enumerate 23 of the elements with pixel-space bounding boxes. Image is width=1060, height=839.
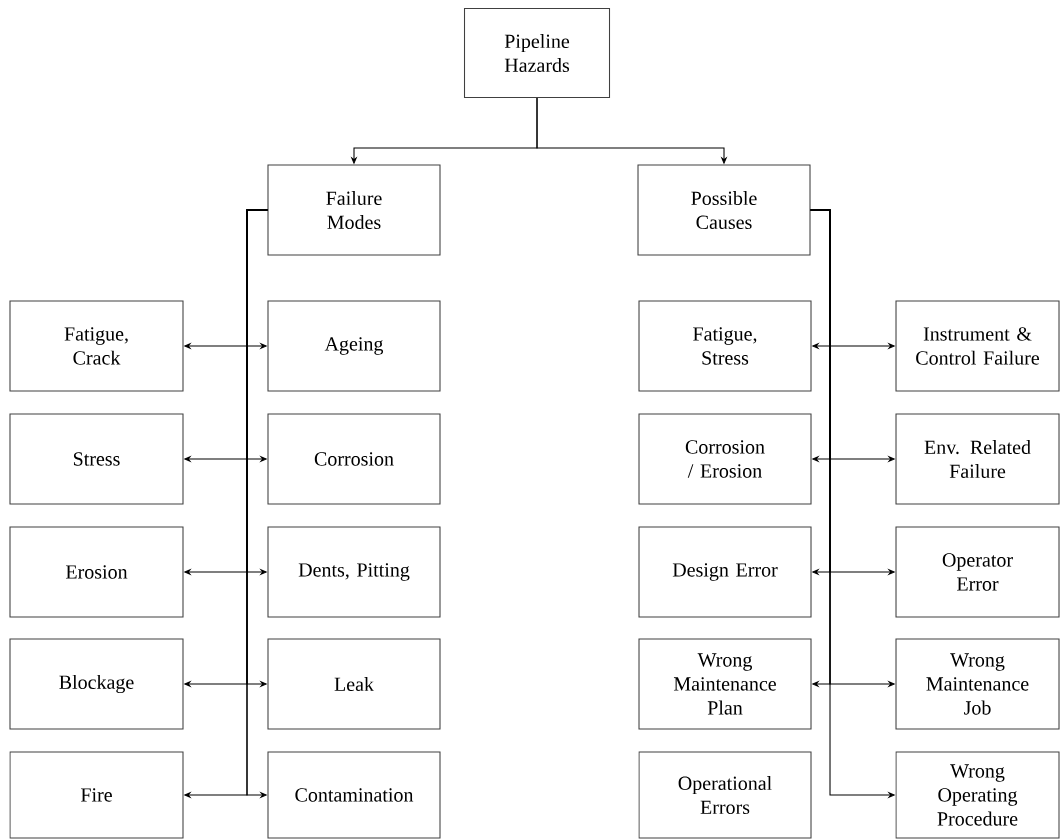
item-box: Corrosion [267,413,441,505]
item-box: Fire [9,751,184,839]
item-box: Erosion [9,526,184,618]
item-box: Wrong Operating Procedure [895,751,1060,839]
item-box: Wrong Maintenance Plan [638,638,812,730]
category-box: Possible Causes [637,164,811,256]
item-box: Dents, Pitting [267,526,441,618]
item-box: Operator Error [895,526,1060,618]
item-box: Contamination [267,751,441,839]
item-box: Stress [9,413,184,505]
category-box: Failure Modes [267,164,441,256]
item-box: Ageing [267,300,441,392]
item-box: Corrosion / Erosion [638,413,812,505]
item-box: Fatigue, Crack [9,300,184,392]
item-box: Fatigue, Stress [638,300,812,392]
item-box: Env. Related Failure [895,413,1060,505]
item-box: Wrong Maintenance Job [895,638,1060,730]
category-box: Pipeline Hazards [463,7,611,99]
item-box: Leak [267,638,441,730]
item-box: Operational Errors [638,751,812,839]
item-box: Blockage [9,638,184,730]
item-box: Instrument & Control Failure [895,300,1060,392]
item-box: Design Error [638,526,812,618]
